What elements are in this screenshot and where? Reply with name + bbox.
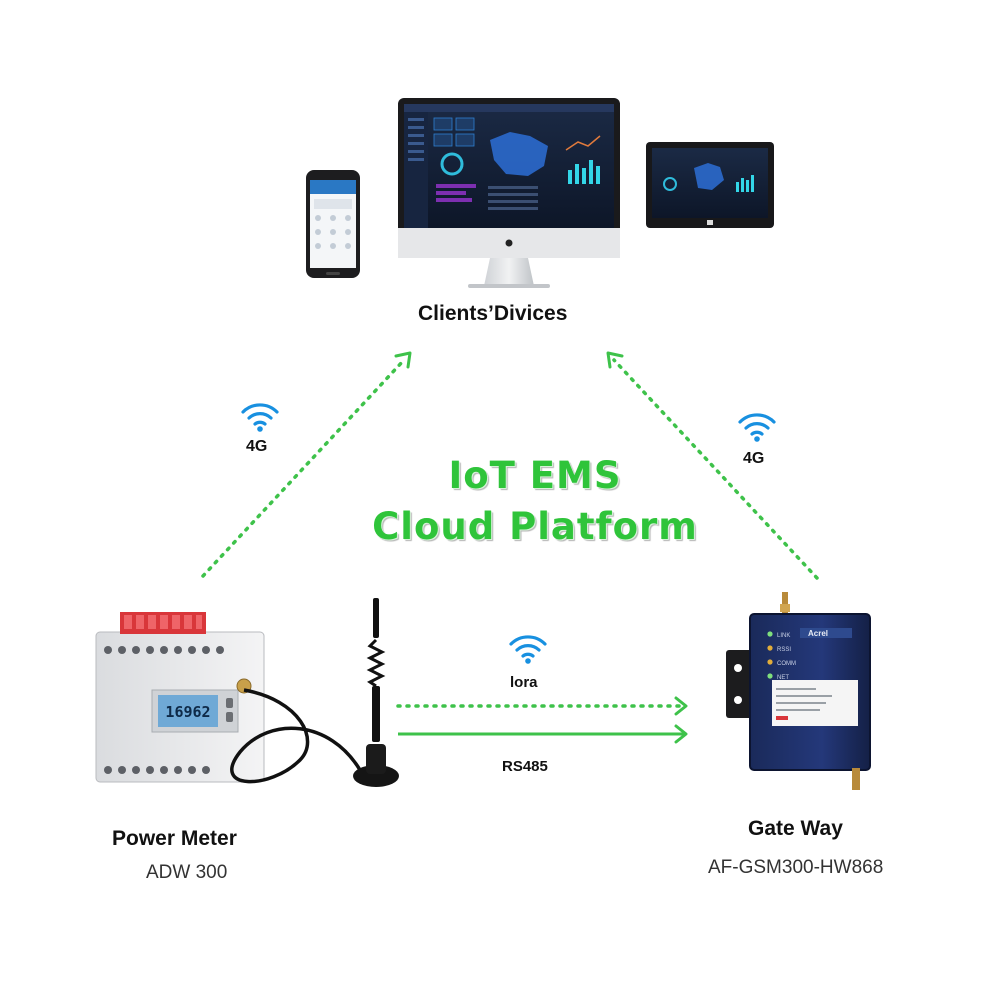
power-meter-label: Power Meter bbox=[112, 827, 237, 850]
power-meter-icon bbox=[95, 612, 265, 783]
gateway-led-net: NET bbox=[777, 675, 789, 681]
left-4g-label: 4G bbox=[246, 438, 268, 455]
antenna-cable bbox=[230, 688, 362, 784]
gateway-led-link: LINK bbox=[777, 633, 790, 639]
gateway-led-rssi: RSSI bbox=[777, 647, 791, 653]
antenna-icon bbox=[353, 598, 399, 787]
gateway-led-comm: COMM bbox=[777, 661, 796, 667]
connection-right-4g bbox=[606, 351, 819, 580]
tablet-icon bbox=[646, 142, 774, 228]
gateway-model: AF-GSM300-HW868 bbox=[708, 857, 884, 878]
rs485-label: RS485 bbox=[502, 758, 548, 775]
lora-label: lora bbox=[510, 674, 538, 691]
meter-display-value: 16962 bbox=[165, 703, 210, 721]
right-4g-label: 4G bbox=[743, 450, 765, 467]
gateway-label: Gate Way bbox=[748, 817, 843, 840]
gateway-icon bbox=[726, 592, 871, 790]
platform-title-line2: Cloud Platform bbox=[372, 505, 698, 548]
wifi-icon bbox=[509, 635, 547, 664]
connection-left-4g bbox=[201, 351, 412, 578]
gateway-brand: Acrel bbox=[808, 629, 828, 638]
connection-lora bbox=[396, 696, 688, 716]
clients-devices-label: Clients’Divices bbox=[418, 302, 568, 325]
monitor-icon bbox=[398, 98, 620, 288]
wifi-icon bbox=[738, 413, 776, 442]
phone-icon bbox=[306, 170, 360, 278]
power-meter-model: ADW 300 bbox=[146, 862, 228, 883]
connection-rs485 bbox=[398, 724, 688, 744]
wifi-icon bbox=[241, 403, 279, 432]
platform-title-line1: IoT EMS bbox=[448, 454, 622, 497]
